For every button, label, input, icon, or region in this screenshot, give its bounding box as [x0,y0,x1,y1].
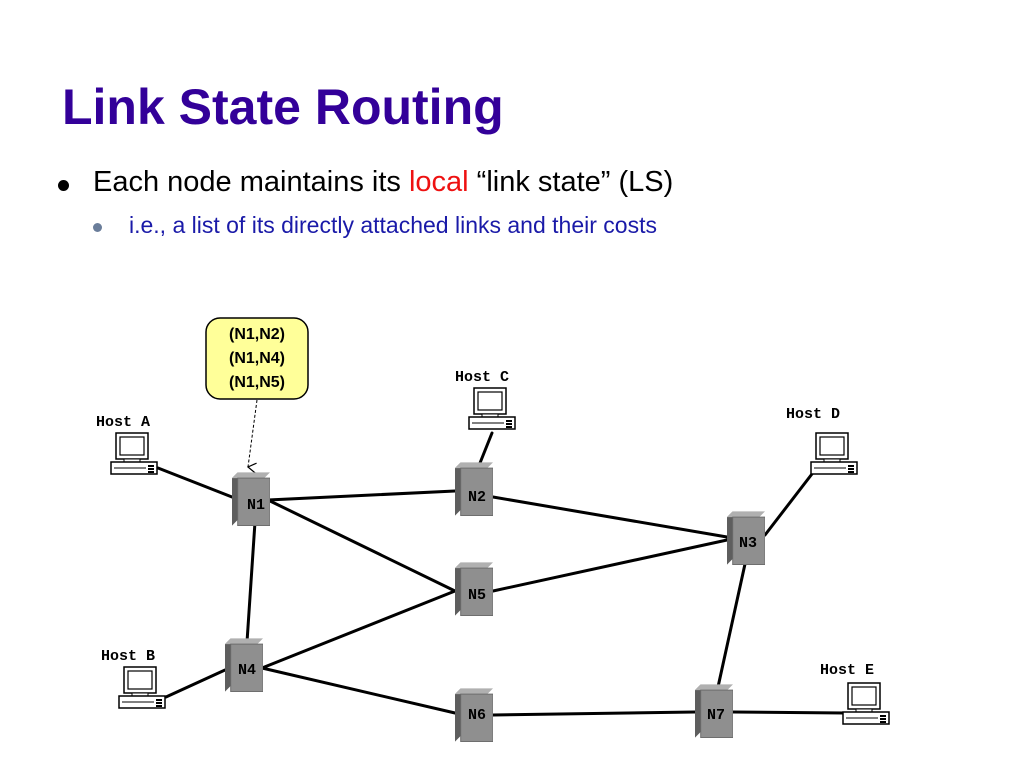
host-e: Host E [820,662,890,725]
router-n1-label: N1 [247,497,265,514]
link-n1-n4 [245,520,257,644]
computer-icon [110,432,158,475]
slide-title: Link State Routing [62,79,504,135]
router-n4-label: N4 [238,662,256,679]
host-c: Host C [455,369,516,430]
router-n2-label: N2 [468,489,486,506]
link-n1-n2 [266,489,457,502]
router-n5-label: N5 [468,587,486,604]
host-b: Host B [101,648,166,709]
host-a: Host A [96,414,158,475]
router-n3-label: N3 [739,535,757,552]
router-n4: N4 [225,638,263,692]
callout-line-1: (N1,N2) [229,326,285,343]
link-n2-n3 [491,495,729,539]
callout-box [205,317,309,400]
host-d: Host D [786,406,858,475]
router-n7-label: N7 [707,707,725,724]
host-a-label: Host A [96,414,150,431]
router-n7: N7 [695,684,733,738]
link-n4-n5 [260,589,457,670]
bullet-2-text: i.e., a list of its directly attached li… [129,212,657,238]
bullet-1-before: Each node maintains its [93,166,409,198]
router-n6: N6 [455,688,493,742]
host-e-label: Host E [820,662,874,679]
bullet-1-after: “link state” (LS) [468,166,674,198]
link-n5-n3 [491,538,729,593]
router-n1: N1 [232,472,270,526]
link-n4-n6 [260,666,457,715]
callout-line-3: (N1,N5) [229,374,285,391]
host-d-label: Host D [786,406,840,423]
router-n5: N5 [455,562,493,616]
link-n1-n5 [266,498,457,593]
link-n6-n7 [491,710,697,717]
computer-icon [468,387,516,430]
bullet-1-text: Each node maintains its local “link stat… [93,166,673,199]
bullet-dot [58,180,69,191]
link-n7-host-e [731,710,847,715]
router-n3: N3 [727,511,765,565]
link-n3-host-d [763,468,817,537]
link-n1-host-a [156,466,234,499]
router-n2: N2 [455,462,493,516]
host-b-label: Host B [101,648,155,665]
computer-icon [842,682,890,725]
link-n3-n7 [716,562,747,689]
sub-bullet-dot [93,223,102,232]
links [156,431,847,717]
computer-icon [810,432,858,475]
link-n2-host-c [476,431,494,470]
link-state-callout: (N1,N2) (N1,N4) (N1,N5) [205,317,309,474]
bullet-1-highlight: local [408,166,469,198]
callout-pointer [246,399,258,474]
computer-icon [118,666,166,709]
host-c-label: Host C [455,369,509,386]
router-n6-label: N6 [468,707,486,724]
callout-line-2: (N1,N4) [229,350,285,367]
link-n4-host-b [164,668,227,699]
